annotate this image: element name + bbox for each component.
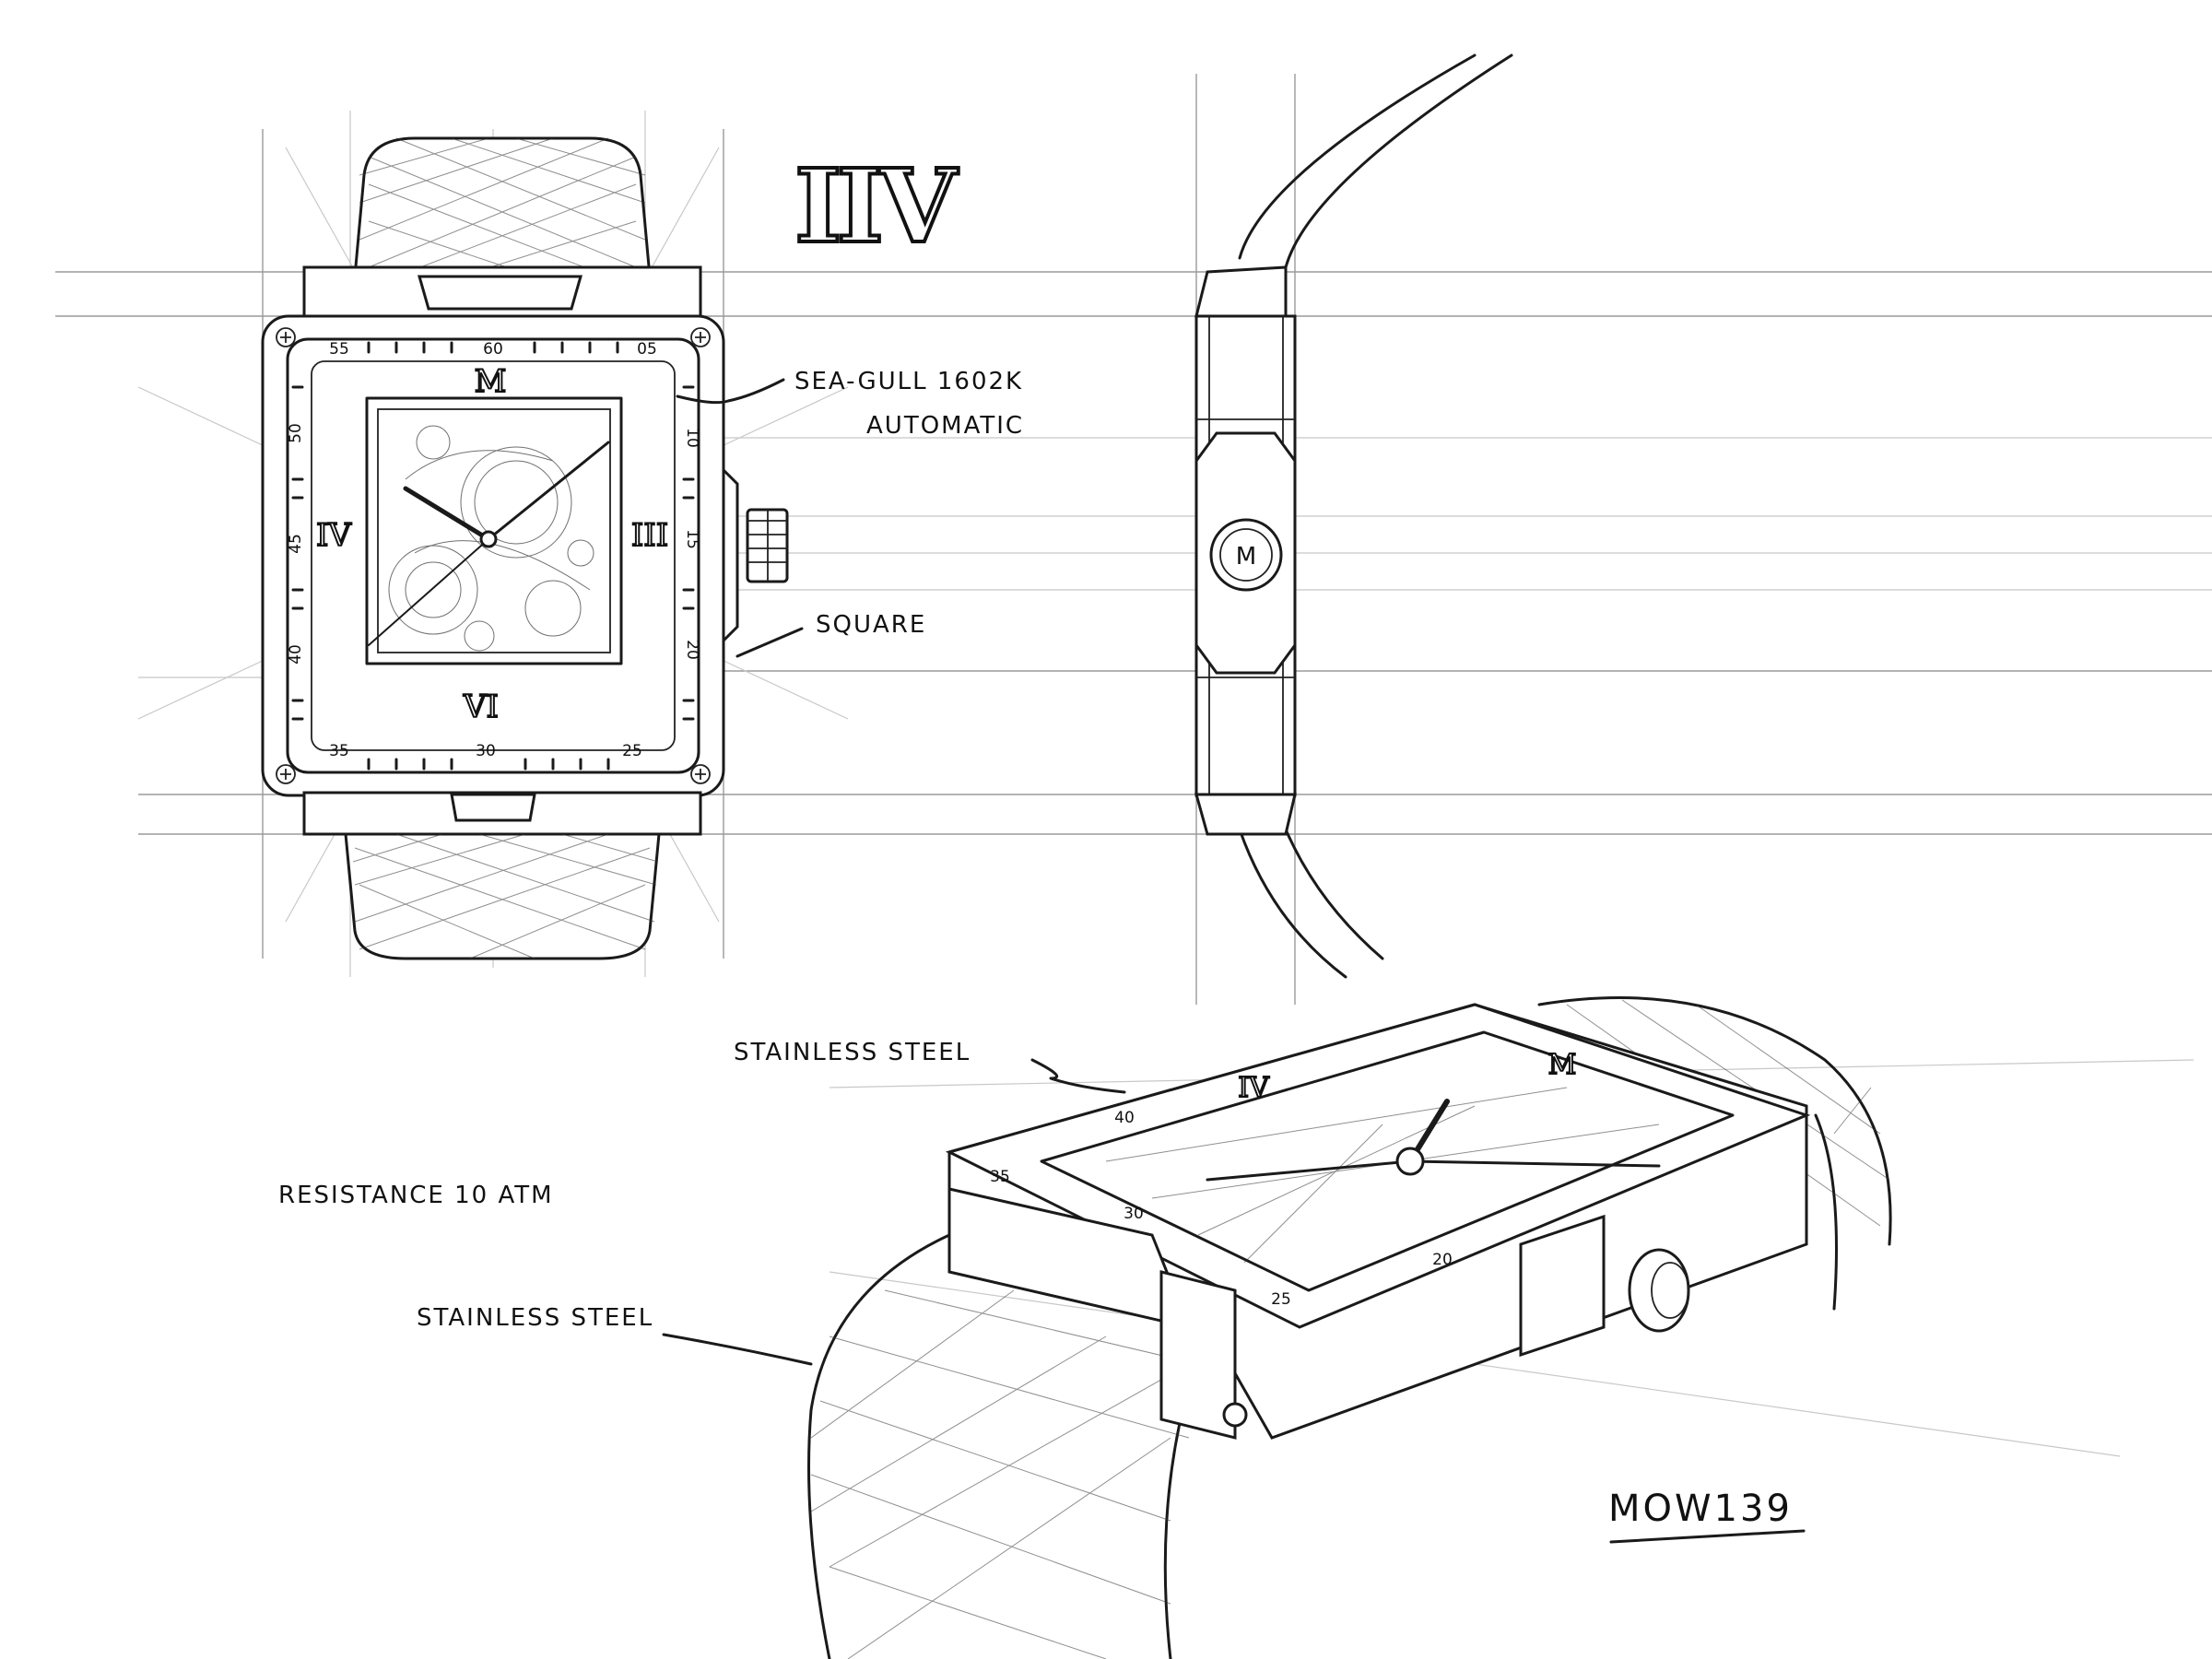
perspective-bezel-20: 20: [1432, 1251, 1453, 1269]
bezel-number-25: 25: [622, 742, 642, 760]
perspective-numeral-9: IV: [1238, 1072, 1270, 1104]
perspective-bezel: [945, 1003, 1811, 1329]
perspective-numeral-12: M: [1548, 1049, 1577, 1081]
label-water-resistance: RESISTANCE 10 ATM: [278, 1182, 554, 1209]
perspective-bezel-40: 40: [1114, 1109, 1135, 1127]
dial-numeral-3: III: [631, 517, 668, 554]
bezel-number-40: 40: [287, 644, 305, 665]
front-view-watch: 55 60 05 10 15 20 35 30 25 50 45 40 M II…: [261, 136, 789, 960]
bottom-strap: [344, 832, 661, 960]
bezel-number-05: 05: [637, 340, 657, 359]
label-case-material: STAINLESS STEEL: [734, 1039, 971, 1066]
dial-numeral-12: M: [475, 363, 507, 400]
perspective-dial: [1040, 1030, 1735, 1292]
bezel-screws: [276, 327, 711, 784]
bezel-number-10: 10: [683, 428, 701, 448]
label-movement: SEA-GULL 1602K: [794, 368, 1023, 395]
label-lug-material: STAINLESS STEEL: [417, 1304, 653, 1332]
side-view-watch: M: [1194, 53, 1513, 979]
label-movement-type: AUTOMATIC: [866, 412, 1024, 440]
leader-line-lug-material: [662, 1333, 813, 1366]
bezel: [286, 337, 700, 774]
perspective-bezel-25: 25: [1271, 1290, 1291, 1309]
model-number: MOW139: [1608, 1488, 1793, 1530]
bezel-number-55: 55: [329, 340, 349, 359]
brand-logo-mark: IIV: [794, 147, 959, 265]
bezel-number-60: 60: [483, 340, 503, 359]
bezel-number-15: 15: [683, 529, 701, 549]
bezel-number-20: 20: [683, 640, 701, 660]
leader-line-case-material: [1030, 1058, 1126, 1094]
bezel-number-50: 50: [287, 423, 305, 443]
leader-line-movement: [676, 378, 785, 405]
skeleton-dial: [365, 396, 623, 665]
crown-logo: M: [1236, 543, 1256, 571]
bezel-number-35: 35: [329, 742, 349, 760]
perspective-bezel-30: 30: [1124, 1205, 1144, 1223]
bezel-number-30: 30: [476, 742, 496, 760]
dial-numeral-9: IV: [316, 517, 352, 554]
dial-numeral-6: VI: [463, 688, 499, 725]
label-case-shape: SQUARE: [816, 611, 926, 639]
top-strap: [353, 136, 652, 278]
perspective-bezel-35: 35: [990, 1168, 1010, 1186]
model-underline: [1609, 1529, 1806, 1544]
perspective-crown: [1628, 1248, 1690, 1333]
leader-line-shape: [735, 627, 804, 658]
perspective-view-watch: 40 35 30 25 20 IV M: [807, 996, 1892, 1659]
bezel-number-45: 45: [287, 534, 305, 554]
watch-hands: [368, 441, 610, 646]
side-crown: [1209, 518, 1283, 592]
